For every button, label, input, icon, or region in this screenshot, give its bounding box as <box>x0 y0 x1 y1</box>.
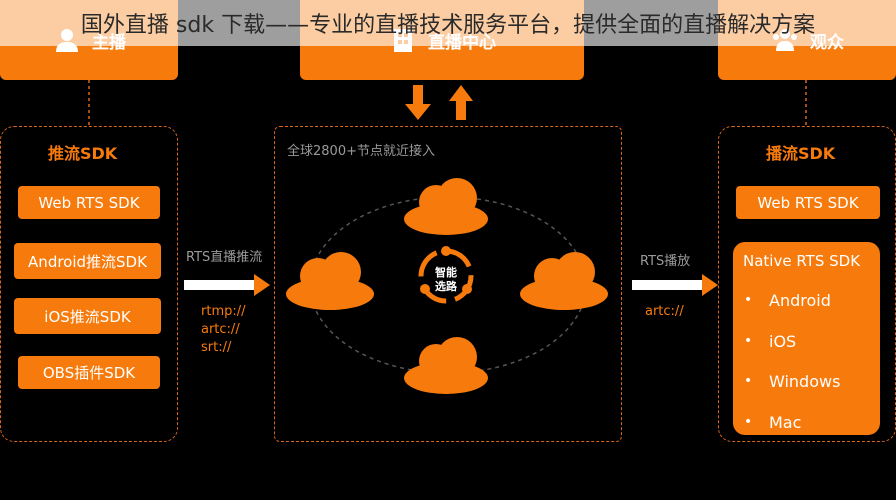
smart-routing-icon <box>418 246 474 304</box>
bullet-icon: • <box>744 373 753 389</box>
rts-play-label: RTS播放 <box>640 254 691 269</box>
bullet-icon: • <box>744 333 753 349</box>
obs-plugin-sdk-button[interactable]: OBS插件SDK <box>18 356 160 389</box>
play-protocols: artc:// <box>645 303 684 321</box>
bullet-icon: • <box>744 414 753 430</box>
native-item-ios: iOS <box>769 332 797 351</box>
protocol-rtmp: rtmp:// <box>201 304 246 319</box>
push-arrow-icon <box>184 274 270 296</box>
native-item-mac: Mac <box>769 413 802 432</box>
page-title: 国外直播 sdk 下载——专业的直播技术服务平台，提供全面的直播解决方案 <box>0 0 896 46</box>
routing-label-line1: 智能 <box>435 265 457 279</box>
cloud-icon <box>404 337 488 394</box>
protocol-srt: srt:// <box>201 340 232 355</box>
global-nodes-panel <box>274 126 622 442</box>
web-rts-sdk-play-button[interactable]: Web RTS SDK <box>736 186 880 219</box>
up-arrow-icon <box>449 85 473 120</box>
native-rts-sdk-title: Native RTS SDK <box>743 252 861 270</box>
protocol-artc: artc:// <box>201 322 240 337</box>
protocol-artc: artc:// <box>645 304 684 319</box>
web-rts-sdk-button[interactable]: Web RTS SDK <box>18 186 160 219</box>
cloud-icon <box>286 252 374 310</box>
native-item-windows: Windows <box>769 372 841 391</box>
ios-push-sdk-button[interactable]: iOS推流SDK <box>14 298 161 334</box>
global-nodes-title: 全球2800+节点就近接入 <box>287 144 435 159</box>
cloud-icon <box>520 252 608 310</box>
native-item-android: Android <box>769 291 831 310</box>
down-arrow-icon <box>405 85 431 120</box>
play-arrow-icon <box>632 274 718 296</box>
push-sdk-panel <box>0 126 178 442</box>
bullet-icon: • <box>744 292 753 308</box>
native-rts-sdk-box[interactable] <box>733 242 880 435</box>
rts-push-label: RTS直播推流 <box>186 250 263 265</box>
cloud-icon <box>404 178 488 235</box>
android-push-sdk-button[interactable]: Android推流SDK <box>14 243 161 279</box>
routing-label-line2: 选路 <box>435 279 458 293</box>
cloud-network: 智能 选路 <box>286 178 608 394</box>
play-sdk-title: 播流SDK <box>766 144 836 163</box>
push-protocols: rtmp:// artc:// srt:// <box>201 303 246 357</box>
push-sdk-title: 推流SDK <box>48 144 118 163</box>
